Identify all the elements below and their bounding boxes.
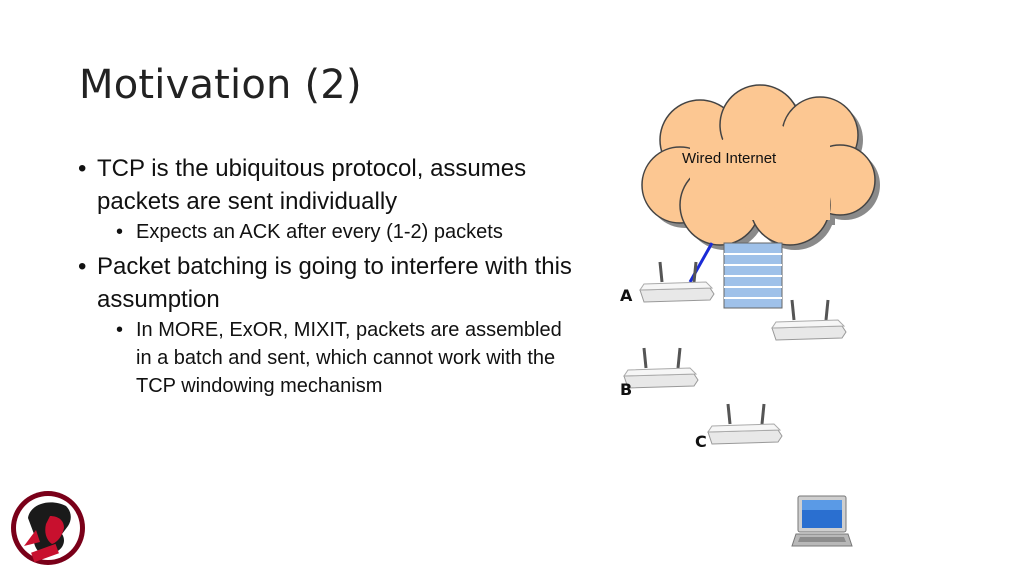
router-icon [623,347,699,389]
router-icon [707,403,783,445]
router-icon [771,299,847,341]
bullet-2: Packet batching is going to interfere wi… [78,250,578,316]
node-label-b: B [620,380,633,399]
packet-queue [723,242,783,309]
bullet-list: TCP is the ubiquitous protocol, assumes … [78,152,578,400]
cloud-icon [641,84,876,246]
router-icon [639,261,715,303]
slide-title: Motivation (2) [79,62,362,108]
logo [11,491,85,565]
bullet-1: TCP is the ubiquitous protocol, assumes … [78,152,578,218]
laptop-icon [791,495,853,547]
cloud-label: Wired Internet [682,150,777,167]
sub-bullet-1-1: Expects an ACK after every (1-2) packets [78,218,578,246]
node-label-a: A [620,286,633,305]
node-label-c: C [695,432,707,451]
sub-bullet-2-1: In MORE, ExOR, MIXIT, packets are assemb… [78,316,578,400]
